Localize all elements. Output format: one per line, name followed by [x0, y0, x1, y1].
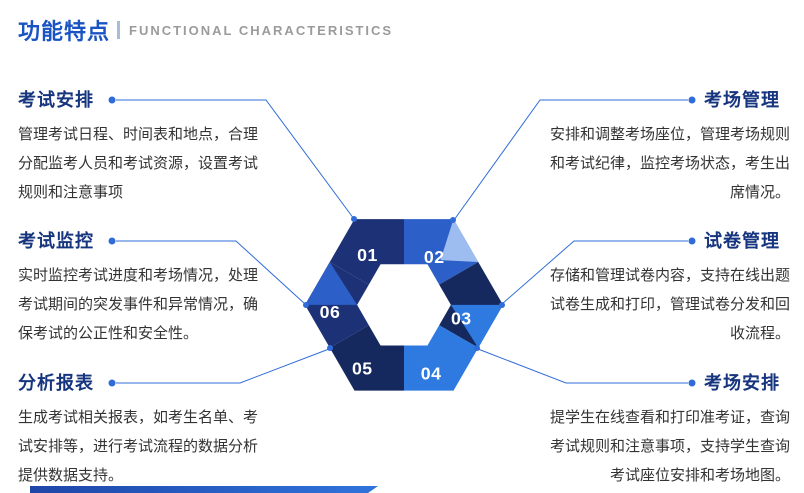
hexagon-segment-04: [404, 325, 479, 391]
feature-examroom-management: 考场管理 安排和调整考场座位，管理考场规则和考试纪律，监控考场状态，考生出席情况…: [540, 88, 790, 207]
feature-title-testpaper-management: 试卷管理: [704, 231, 780, 251]
hexagon-accent-top-right: [440, 219, 479, 263]
feature-title-examroom-arrangement: 考场安排: [704, 373, 780, 393]
feature-exam-monitoring: 考试监控 实时监控考试进度和考场情况，处理考试期间的突发事件和异常情况，确保考试…: [18, 229, 266, 348]
feature-desc-testpaper-management: 存储和管理试卷内容，支持在线出题试卷生成和打印，管理试卷分发和回收流程。: [549, 267, 790, 342]
hexagon-accent-left: [305, 262, 358, 305]
feature-title-exam-monitoring: 考试监控: [18, 231, 94, 251]
feature-desc-examroom-management: 安排和调整考场座位，管理考场规则和考试纪律，监控考场状态，考生出席情况。: [549, 126, 790, 201]
feature-title-examroom-management: 考场管理: [704, 90, 780, 110]
feature-examroom-arrangement: 考场安排 提学生在线查看和打印准考证，查询考试规则和注意事项，支持学生查询考试座…: [540, 371, 790, 490]
hexagon-number-05: 05: [352, 358, 373, 378]
feature-title-exam-arrangement: 考试安排: [18, 90, 94, 110]
next-section-banner-edge: [30, 486, 378, 493]
feature-desc-exam-monitoring: 实时监控考试进度和考场情况，处理考试期间的突发事件和异常情况，确保考试的公正性和…: [18, 267, 259, 342]
hexagon-segment-05: [329, 325, 404, 391]
feature-testpaper-management: 试卷管理 存储和管理试卷内容，支持在线出题试卷生成和打印，管理试卷分发和回收流程…: [540, 229, 790, 348]
section-header: 功能特点 FUNCTIONAL CHARACTERISTICS: [18, 14, 393, 46]
section-title-cn: 功能特点: [18, 19, 111, 44]
hexagon-number-06: 06: [320, 302, 341, 322]
hexagon-number-03: 03: [451, 308, 472, 328]
feature-analysis-reports: 分析报表 生成考试相关报表，如考生名单、考试安排等，进行考试流程的数据分析提供数…: [18, 371, 266, 490]
hexagon-number-04: 04: [421, 364, 442, 384]
hexagon-accent-right: [450, 304, 503, 348]
feature-exam-arrangement: 考试安排 管理考试日程、时间表和地点，合理分配监考人员和考试资源，设置考试规则和…: [18, 88, 266, 207]
hexagon-number-01: 01: [357, 245, 378, 265]
hexagon-number-02: 02: [424, 247, 445, 267]
hexagon-diagram: 01 02 03 04 05 06: [305, 219, 503, 391]
feature-desc-analysis-reports: 生成考试相关报表，如考生名单、考试安排等，进行考试流程的数据分析提供数据支持。: [18, 409, 259, 484]
header-divider: [117, 21, 121, 39]
feature-title-analysis-reports: 分析报表: [18, 373, 94, 393]
section-title-en: FUNCTIONAL CHARACTERISTICS: [129, 22, 394, 38]
feature-desc-exam-arrangement: 管理考试日程、时间表和地点，合理分配监考人员和考试资源，设置考试规则和注意事项: [18, 126, 259, 201]
hexagon-segment-01: [329, 219, 404, 285]
feature-desc-examroom-arrangement: 提学生在线查看和打印准考证，查询考试规则和注意事项，支持学生查询考试座位安排和考…: [549, 409, 790, 484]
